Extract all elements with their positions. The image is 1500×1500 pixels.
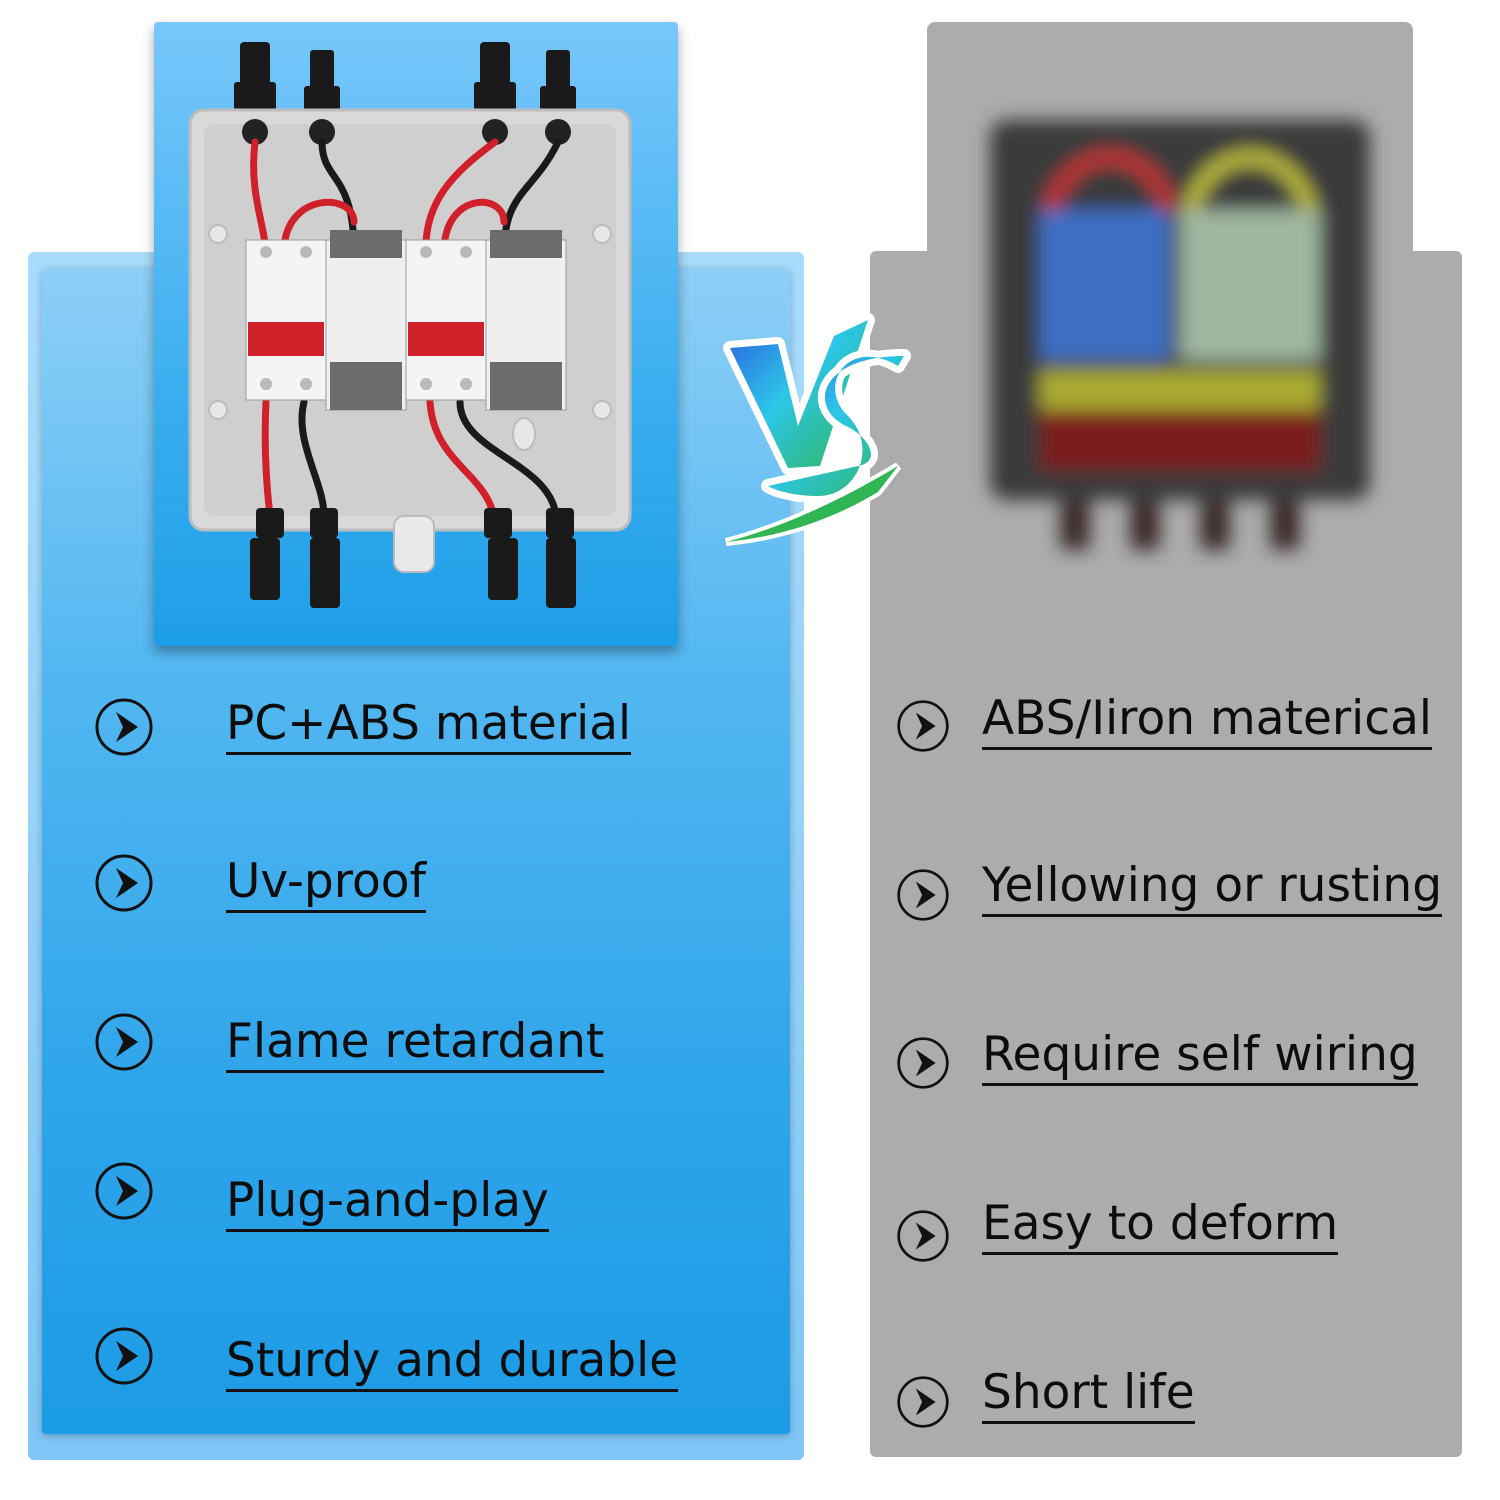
right-feature-label: Short life bbox=[982, 1369, 1195, 1424]
top-connectors bbox=[234, 42, 576, 112]
breaker-modules bbox=[245, 230, 567, 411]
right-feature-label: Easy to deform bbox=[982, 1200, 1339, 1255]
vs-badge bbox=[723, 313, 911, 546]
combiner-box-illustration bbox=[188, 42, 632, 608]
circle-arrow-right-icon bbox=[897, 1376, 949, 1428]
circle-arrow-right-icon bbox=[95, 1327, 153, 1385]
right-feature-label: ABS/Iiron materical bbox=[982, 695, 1432, 750]
circle-arrow-right-icon bbox=[897, 1037, 949, 1089]
competitor-box-blurred bbox=[990, 120, 1370, 550]
product-photo-card bbox=[154, 22, 678, 646]
circle-arrow-right-icon bbox=[95, 1162, 153, 1220]
left-feature-label: Plug-and-play bbox=[226, 1177, 549, 1232]
circle-arrow-right-icon bbox=[95, 698, 153, 756]
right-feature-label: Require self wiring bbox=[982, 1031, 1418, 1086]
right-feature-label: Yellowing or rusting bbox=[982, 862, 1443, 917]
circle-arrow-right-icon bbox=[897, 869, 949, 921]
circle-arrow-right-icon bbox=[897, 700, 949, 752]
left-feature-label: Sturdy and durable bbox=[226, 1337, 679, 1392]
left-feature-label: Flame retardant bbox=[226, 1018, 605, 1073]
circle-arrow-right-icon bbox=[95, 1013, 153, 1071]
left-feature-label: PC+ABS material bbox=[226, 700, 632, 755]
left-feature-label: Uv-proof bbox=[226, 858, 427, 913]
circle-arrow-right-icon bbox=[897, 1210, 949, 1262]
circle-arrow-right-icon bbox=[95, 854, 153, 912]
